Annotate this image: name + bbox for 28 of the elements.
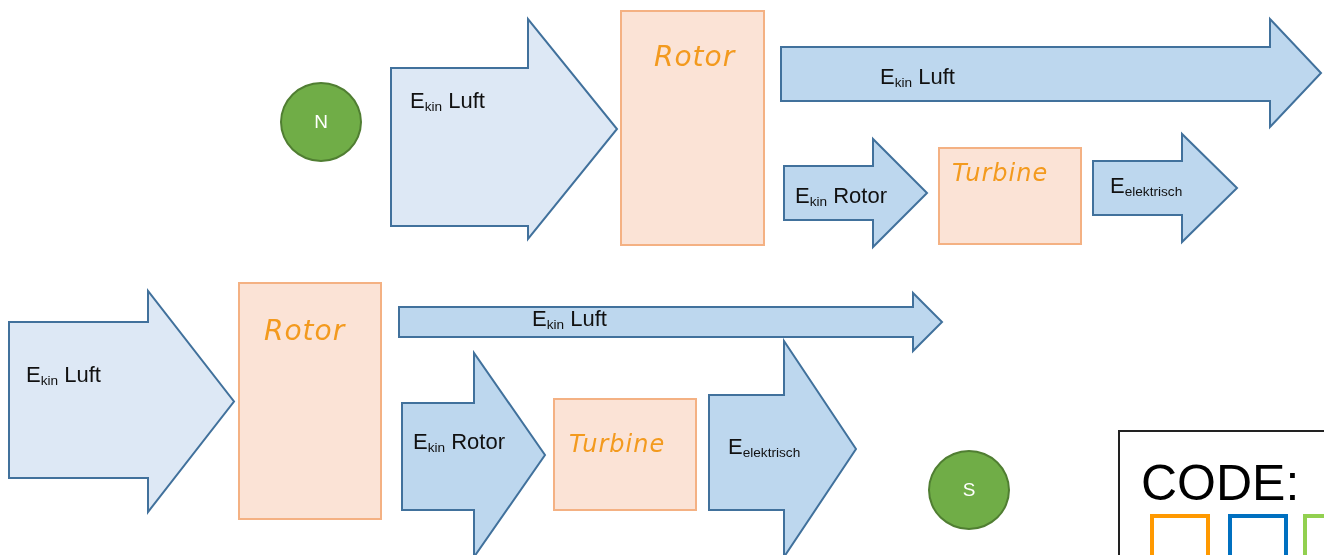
energy-label: E$_{elektrisch}$ [1110, 173, 1183, 200]
energy-label: E$_{kin}$ Luft [410, 88, 485, 115]
node-label: S [962, 479, 976, 501]
component-label: Turbine [952, 159, 1049, 187]
energy-label: E$_{kin}$ Luft [532, 306, 607, 333]
code-heading: CODE: [1141, 454, 1300, 512]
energy-label: E$_{elektrisch}$ [728, 434, 801, 461]
component-label: Turbine [569, 430, 666, 458]
energy-arrow-shape [708, 340, 857, 555]
energy-arrow-shape [398, 292, 943, 352]
energy-arrow-shape [401, 352, 546, 555]
energy-label: E$_{kin}$ Rotor [413, 429, 506, 456]
component-label: Rotor [264, 314, 346, 347]
component-box [620, 10, 765, 246]
component-box [553, 398, 697, 511]
code-panel [1118, 430, 1324, 555]
energy-arrow-shape [8, 290, 235, 513]
node-label: N [314, 111, 328, 133]
energy-arrow-shape [390, 18, 618, 240]
energy-arrow-shape [1092, 133, 1238, 243]
energy-label: E$_{kin}$ Luft [26, 362, 101, 389]
energy-arrow-shape [783, 138, 928, 248]
energy-label: E$_{kin}$ Rotor [795, 183, 888, 210]
component-box [238, 282, 382, 520]
energy-label: E$_{kin}$ Luft [880, 64, 955, 91]
component-label: Rotor [654, 40, 736, 73]
energy-arrow-shape [780, 18, 1322, 128]
component-box [938, 147, 1082, 245]
